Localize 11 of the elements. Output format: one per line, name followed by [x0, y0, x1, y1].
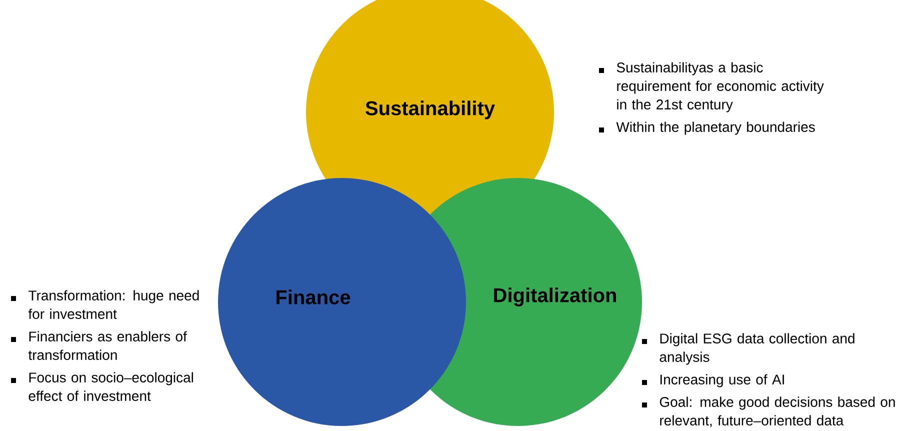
bullet-text: Focus on socio–ecological effect of investment — [28, 372, 193, 401]
bullet-text: Transformation: huge need for investment — [28, 290, 199, 319]
bullet-text: Goal: make good decisions based on relevant, future–oriented data — [660, 396, 895, 428]
circle-label: Sustainability — [366, 100, 495, 120]
bullet-text: Sustainabilityas a basic requirement for economic activity in the 21st century — [616, 62, 824, 112]
bullet-text: Financiers as enablers of transformation — [28, 331, 187, 360]
bullet-text: Digital ESG data collection and analysis — [660, 333, 854, 365]
circle-label: Digitalization — [494, 288, 616, 306]
bullet-text: Increasing use of AI — [660, 374, 784, 388]
circle-label: Finance — [276, 290, 350, 304]
bullet-text: Within the planetary boundaries — [616, 122, 815, 135]
